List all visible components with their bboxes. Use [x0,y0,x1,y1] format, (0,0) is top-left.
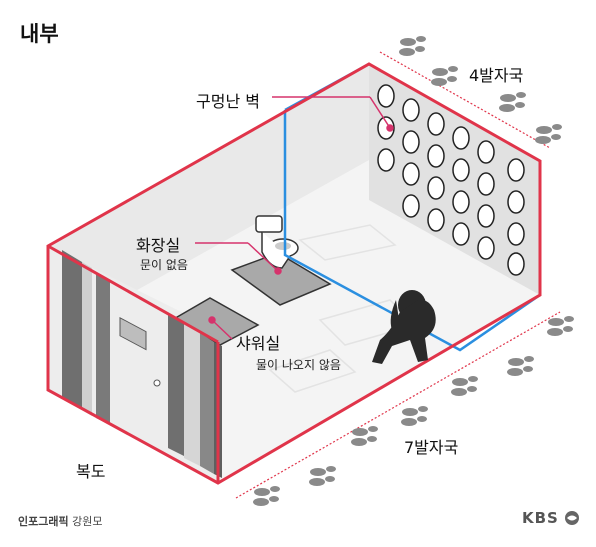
wall-holes [377,84,525,276]
label-shower-note: 물이 나오지 않음 [256,358,341,372]
person-figure-icon [372,290,436,364]
label-toilet-note: 문이 없음 [140,258,188,272]
page-title: 내부 [20,22,59,46]
floor-tile [298,224,397,261]
credit: 인포그래픽 강원모 [18,513,102,529]
toilet-floor [230,252,332,306]
label-corridor: 복도 [76,462,106,481]
footprint-icon [499,92,526,112]
footprint-icon [351,426,378,446]
label-footprints-bottom: 7발자국 [404,438,459,457]
right-wall [369,64,540,295]
footprint-icon [535,124,562,144]
footprint-icon [507,356,534,376]
footprint-icon [451,376,478,396]
credit-prefix: 인포그래픽 [18,515,69,528]
room-outline-edge [47,244,219,344]
back-wall [48,64,369,340]
door-window [119,317,147,351]
label-toilet: 화장실 [136,236,181,255]
credit-author: 강원모 [72,515,103,528]
footprint-icon [253,486,280,506]
room-outline [46,62,542,485]
footprint-icon [547,316,574,336]
footprint-icon [401,406,428,426]
door-knob [153,379,161,387]
floor-tile [268,349,357,393]
brand-logo-text: KBS [522,509,559,527]
top-measure-line [379,51,551,149]
kbs-logo-icon [565,511,579,525]
footprint-icon [399,36,426,56]
label-hole-wall: 구멍난 벽 [196,92,260,111]
label-footprints-top: 4발자국 [469,66,524,85]
footprint-icon [309,466,336,486]
partition-panels [62,250,222,478]
footprint-icon [431,66,458,86]
toilet-icon [255,215,299,269]
label-leaders [195,96,394,340]
label-shower: 샤워실 [236,334,281,353]
